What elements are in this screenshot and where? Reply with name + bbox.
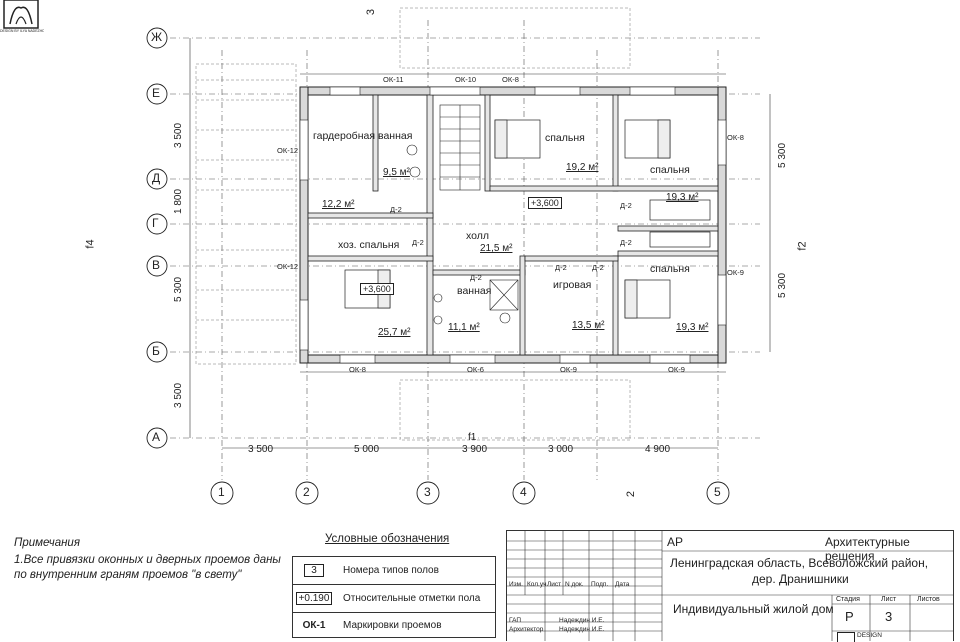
logo-caption: DESIGN BY ILYA NADEZHDIN bbox=[0, 29, 44, 33]
stamp-name-gap: Надеждин И.Е. bbox=[559, 617, 605, 624]
window-openings bbox=[299, 86, 727, 364]
legend-level-symbol: +0.190 bbox=[293, 592, 335, 605]
legend-row: +0.190 Относительные отметки пола bbox=[293, 585, 495, 613]
row-axis-markers bbox=[146, 27, 168, 449]
stamp-role-architect: Архитектор bbox=[509, 626, 544, 633]
stamp-role-gap: ГАП bbox=[509, 617, 522, 624]
notes-line-2: по внутренним граням проемов "в свету" bbox=[14, 569, 242, 581]
stamp-location-1: Ленинградская область, Всеволожский райо… bbox=[670, 556, 929, 570]
stamp-col-ndok: N док. bbox=[565, 581, 584, 588]
notes-title: Примечания bbox=[14, 537, 80, 549]
stamp-col-izm: Изм. bbox=[509, 581, 523, 588]
legend-row-text: Относительные отметки пола bbox=[343, 593, 481, 604]
stamp-col-kolich: Кол.уч bbox=[527, 581, 547, 588]
legend-row: 3 Номера типов полов bbox=[293, 557, 495, 585]
legend-title: Условные обозначения bbox=[325, 533, 450, 545]
legend-table: 3 Номера типов полов +0.190 Относительны… bbox=[292, 556, 496, 638]
column-axis-markers bbox=[210, 481, 730, 505]
notes-line-1: 1.Все привязки оконных и дверных проемов… bbox=[14, 554, 281, 566]
roof-outline bbox=[195, 7, 631, 441]
title-block: Изм. Кол.уч Лист N док. Подп. Дата ГАП Н… bbox=[506, 530, 954, 642]
furniture-beds bbox=[344, 119, 711, 319]
stamp-location-2: дер. Дранишники bbox=[752, 572, 849, 586]
stamp-sheets-label: Листов bbox=[917, 596, 940, 603]
staircase bbox=[439, 104, 481, 191]
stamp-name-architect: Надеждин И.Е. bbox=[559, 626, 605, 633]
legend-row-text: Номера типов полов bbox=[343, 565, 439, 576]
stamp-col-podp: Подп. bbox=[591, 581, 609, 588]
stamp-object: Индивидуальный жилой дом bbox=[673, 602, 834, 616]
stamp-design-logo bbox=[837, 632, 855, 642]
stamp-code: АР bbox=[667, 535, 684, 549]
stamp-stage-label: Стадия bbox=[836, 596, 860, 603]
exterior-walls bbox=[299, 86, 727, 364]
drawing-notes: Примечания 1.Все привязки оконных и двер… bbox=[14, 536, 284, 583]
stamp-stage: Р bbox=[845, 609, 854, 624]
interior-walls bbox=[307, 94, 719, 356]
sanitary-fixtures bbox=[406, 144, 519, 325]
legend-opening-symbol: ОК-1 bbox=[302, 619, 326, 631]
stamp-design-text: DESIGN bbox=[857, 632, 882, 639]
legend-row: ОК-1 Маркировки проемов bbox=[293, 613, 495, 637]
stamp-section: Архитектурные решения bbox=[825, 535, 910, 563]
legend-row-text: Маркировки проемов bbox=[343, 619, 442, 631]
stamp-sheet: 3 bbox=[885, 609, 893, 624]
studio-logo: DESIGN BY ILYA NADEZHDIN bbox=[0, 0, 44, 36]
stamp-col-list: Лист bbox=[547, 581, 562, 588]
legend-floor-type-symbol: 3 bbox=[293, 564, 335, 577]
dimension-lines bbox=[189, 38, 771, 449]
stamp-col-data: Дата bbox=[615, 581, 630, 588]
stamp-sheet-label: Лист bbox=[881, 596, 897, 603]
